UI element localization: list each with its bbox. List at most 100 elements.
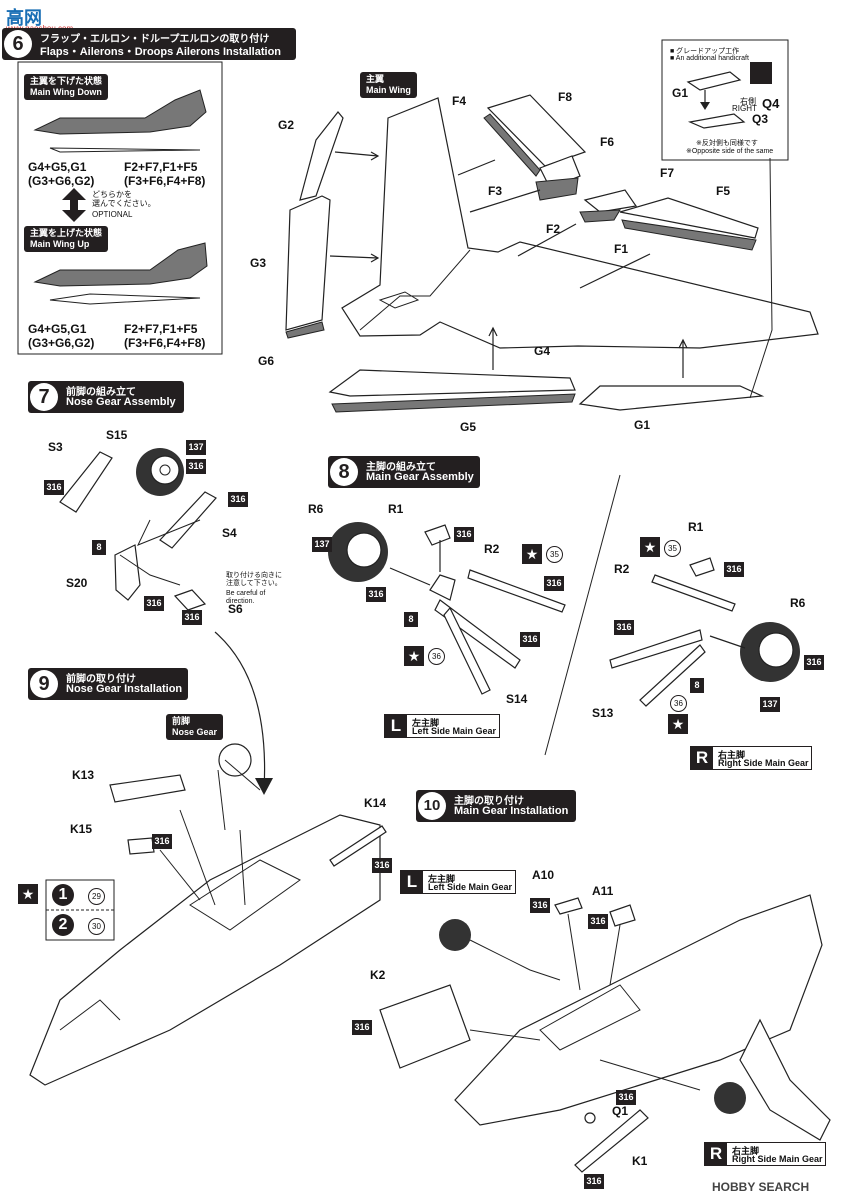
- part-K2: [379, 984, 471, 1069]
- color-316-s8e: 316: [724, 562, 744, 577]
- label-R1-right: R1: [688, 520, 704, 534]
- label-F7: F7: [660, 166, 675, 180]
- right-side-main-gear-badge-10: R 右主脚 Right Side Main Gear: [704, 1142, 826, 1166]
- color-316-s8g: 316: [804, 655, 824, 670]
- label-F5: F5: [716, 184, 731, 198]
- part-G4: [328, 369, 576, 397]
- label-G2: G2: [278, 118, 295, 132]
- color-137-s8l: 137: [312, 537, 332, 552]
- part-S4: [159, 491, 217, 549]
- down-left-2: (G3+G6,G2): [28, 174, 95, 188]
- part-F3: [535, 177, 579, 201]
- right-jp-8: 右主脚: [718, 750, 746, 760]
- label-S6: S6: [228, 602, 243, 616]
- down-right-1: F2+F7,F1+F5: [124, 160, 198, 174]
- right-side-main-gear-badge-8: R 右主脚 Right Side Main Gear: [690, 746, 812, 770]
- wheel-R6-right: [740, 622, 800, 682]
- label-A10: A10: [532, 868, 555, 882]
- part-F4: [483, 113, 541, 177]
- wheel-S15: [136, 448, 184, 496]
- color-137-s8r: 137: [760, 697, 780, 712]
- part-S20: [114, 544, 141, 601]
- color-316-s8c: 316: [366, 587, 386, 602]
- nose-gear-tag-jp: 前脚: [172, 716, 191, 726]
- label-S20: S20: [66, 576, 88, 590]
- star-icon-s9: ★: [18, 884, 38, 904]
- label-F1: F1: [614, 242, 629, 256]
- step8-title-en: Main Gear Assembly: [366, 471, 474, 483]
- label-F3: F3: [488, 184, 503, 198]
- color-316-s8a: 316: [454, 527, 474, 542]
- step7-header: 7 前脚の組み立て Nose Gear Assembly: [28, 381, 184, 413]
- step9-title-jp: 前脚の取り付け: [66, 674, 136, 685]
- label-S13: S13: [592, 706, 614, 720]
- main-wing-tag: 主翼 Main Wing: [360, 72, 417, 98]
- color-316-s10c: 316: [352, 1020, 372, 1035]
- fuselage-front: [29, 814, 381, 1086]
- step8-title-jp: 主脚の組み立て: [366, 462, 436, 473]
- upgrade-G1: G1: [672, 86, 689, 100]
- step7-title-jp: 前脚の組み立て: [66, 387, 136, 398]
- wheel-right-10: [714, 1082, 746, 1114]
- label-K14: K14: [364, 796, 387, 810]
- label-F4: F4: [452, 94, 467, 108]
- main-wing-tag-jp: 主翼: [366, 74, 385, 84]
- color-137-s7: 137: [186, 440, 206, 455]
- part-G1: [578, 385, 765, 411]
- part-S6: [173, 589, 207, 611]
- left-side-main-gear-badge-8: L 左主脚 Left Side Main Gear: [384, 714, 500, 738]
- star-icon-s8l2: ★: [404, 646, 424, 666]
- color-35-s8r: 35: [664, 540, 681, 557]
- color-316-s8b: 316: [544, 576, 564, 591]
- label-S15: S15: [106, 428, 128, 442]
- upgrade-line2: ■ An additional handicraft: [670, 55, 749, 62]
- label-F6: F6: [600, 135, 615, 149]
- color-29: 29: [88, 888, 105, 905]
- part-A10: [554, 897, 583, 915]
- step10-title-en: Main Gear Installation: [454, 805, 569, 817]
- label-Q1: Q1: [612, 1104, 629, 1118]
- right-letter-10: R: [705, 1143, 727, 1165]
- star-icon-s8r2: ★: [668, 714, 688, 734]
- site-logo: 高网: [6, 8, 42, 28]
- part-F1: [621, 219, 757, 251]
- step9-number: 9: [30, 670, 58, 698]
- step6-header: 6 フラップ・エルロン・ドループエルロンの取り付け Flaps・Ailerons…: [2, 28, 296, 60]
- label-G3: G3: [250, 256, 267, 270]
- label-K13: K13: [72, 768, 95, 782]
- part-R1-right: [689, 557, 715, 577]
- color-316-s7a: 316: [186, 459, 206, 474]
- left-en-10: Left Side Main Gear: [428, 882, 513, 892]
- up-left-1: G4+G5,G1: [28, 322, 87, 336]
- right-jp-10: 右主脚: [732, 1146, 760, 1156]
- label-S14: S14: [506, 692, 528, 706]
- part-G2: [299, 111, 344, 201]
- color-316-s7d: 316: [144, 596, 164, 611]
- watermark-text: HOBBY SEARCH: [712, 1180, 810, 1194]
- color-36-s8l: 36: [428, 648, 445, 665]
- label-R6-right: R6: [790, 596, 806, 610]
- label-R1-left: R1: [388, 502, 404, 516]
- label-G6: G6: [258, 354, 275, 368]
- label-F2: F2: [546, 222, 561, 236]
- color-316-s7c: 316: [228, 492, 248, 507]
- star-icon-s8l: ★: [522, 544, 542, 564]
- step9-title-en: Nose Gear Installation: [66, 683, 183, 695]
- step6-title-jp: フラップ・エルロン・ドループエルロンの取り付け: [40, 34, 270, 45]
- upgrade-right-en: RIGHT: [732, 104, 757, 113]
- step6-option-box: [17, 61, 223, 355]
- main-wing: [341, 97, 819, 349]
- wing-down-tag-jp: 主翼を下げた状態: [30, 76, 103, 86]
- left-side-main-gear-badge-10: L 左主脚 Left Side Main Gear: [400, 870, 516, 894]
- part-Q1: [584, 1112, 596, 1124]
- main-wing-tag-en: Main Wing: [366, 85, 411, 95]
- part-K15: [127, 837, 155, 855]
- label-G5: G5: [460, 420, 477, 434]
- option-1-icon: 1: [52, 884, 74, 906]
- nose-gear-tag: 前脚 Nose Gear: [166, 714, 224, 740]
- left-jp-8: 左主脚: [412, 718, 440, 728]
- left-letter-8: L: [385, 715, 407, 737]
- star-icon-s8r: ★: [640, 537, 660, 557]
- label-G1: G1: [634, 418, 651, 432]
- color-316-s10d: 316: [616, 1090, 636, 1105]
